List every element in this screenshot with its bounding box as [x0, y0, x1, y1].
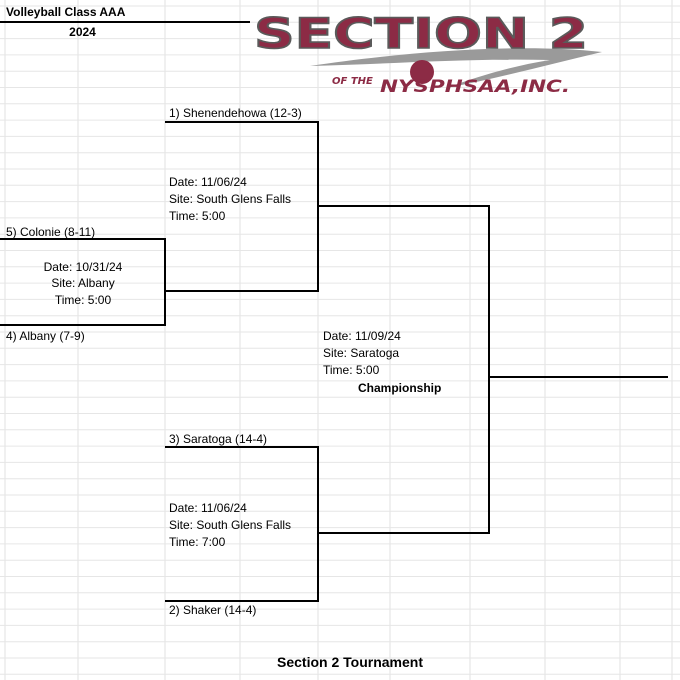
semi2-date: Date: 11/06/24 [169, 501, 247, 515]
section-2-logo: SECTION 2 OF THE NYSPHSAA,INC. [253, 8, 602, 97]
semi2-site: Site: South Glens Falls [169, 518, 292, 532]
team-albany: 4) Albany (7-9) [6, 329, 85, 343]
team-shaker: 2) Shaker (14-4) [169, 603, 257, 617]
title-underline [0, 21, 250, 23]
champion-line [488, 376, 668, 378]
semi2-top-line [165, 446, 319, 448]
final-vertical-line [488, 205, 490, 534]
logo-main-text: SECTION 2 [254, 9, 588, 58]
semi1-top-line [165, 121, 319, 123]
final-bottom-line [317, 532, 490, 534]
bracket-year: 2024 [69, 25, 96, 39]
final-date: Date: 11/09/24 [323, 329, 401, 343]
semi1-site: Site: South Glens Falls [169, 192, 292, 206]
semi1-time: Time: 5:00 [169, 209, 226, 223]
round1-date: Date: 10/31/24 [43, 260, 123, 274]
round1-bottom-line [0, 324, 166, 326]
semi2-bottom-line [165, 600, 319, 602]
final-site: Site: Saratoga [323, 346, 400, 360]
round1-vertical-line [164, 238, 166, 326]
championship-label: Championship [358, 381, 442, 395]
logo-swoosh [310, 48, 602, 88]
semi2-time: Time: 7:00 [169, 535, 226, 549]
team-shenendehowa: 1) Shenendehowa (12-3) [169, 106, 302, 120]
round1-top-line [0, 238, 166, 240]
team-colonie: 5) Colonie (8-11) [6, 225, 96, 239]
semi1-date: Date: 11/06/24 [169, 175, 247, 189]
final-top-line [317, 205, 490, 207]
state-emblem-icon [410, 60, 434, 84]
tournament-title: Section 2 Tournament [277, 654, 423, 670]
bracket-title: Volleyball Class AAA [6, 5, 126, 19]
final-time: Time: 5:00 [323, 363, 380, 377]
logo-prefix-text: OF THE [332, 76, 373, 87]
team-saratoga: 3) Saratoga (14-4) [169, 432, 268, 446]
logo-org-text: NYSPHSAA,INC. [380, 77, 570, 97]
semi1-bottom-line [165, 290, 319, 292]
round1-site: Site: Albany [51, 276, 115, 290]
semi2-vertical-line [317, 446, 319, 602]
round1-time: Time: 5:00 [54, 293, 112, 307]
